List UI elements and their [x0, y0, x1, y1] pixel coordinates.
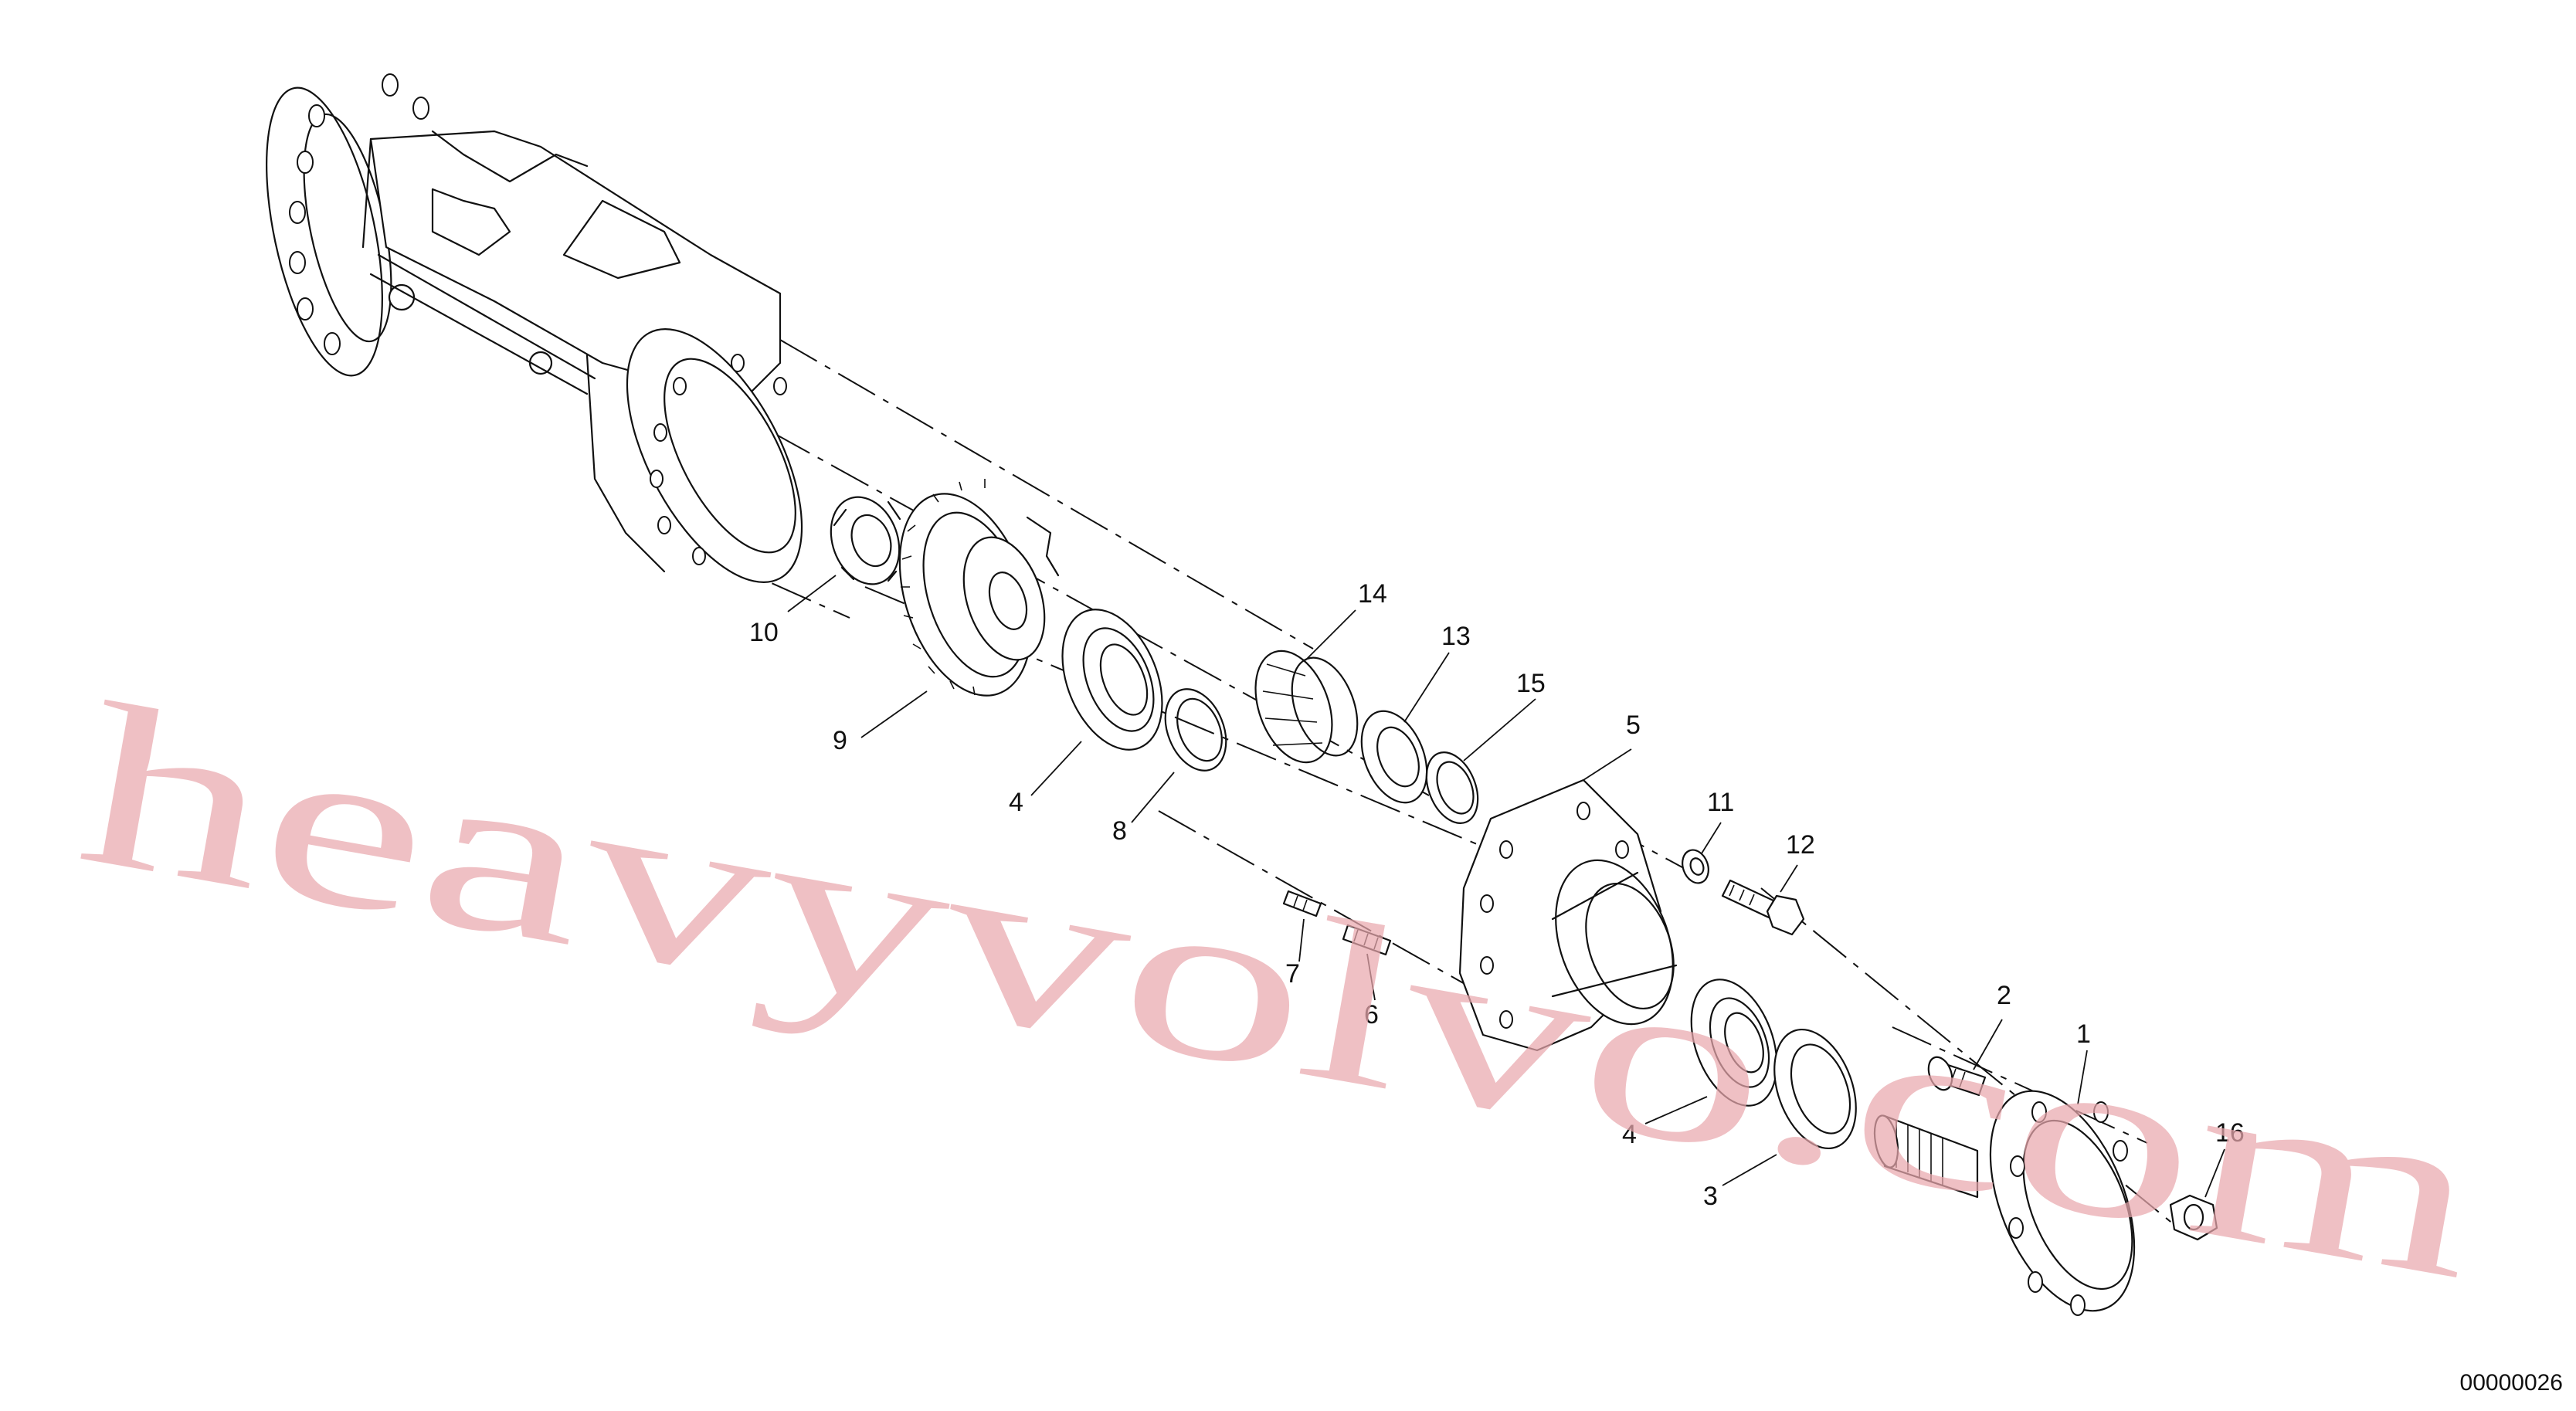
callout-3: 3 — [1703, 1182, 1718, 1211]
part-6-pin — [1342, 924, 1392, 956]
callout-15: 15 — [1516, 669, 1546, 698]
part-9-large-gear — [898, 479, 1060, 697]
leader-lines — [787, 575, 2225, 1198]
part-11-washer — [1682, 849, 1709, 884]
callout-4-upper: 4 — [1009, 788, 1023, 817]
watermark-text: heavyvolvo.com — [65, 654, 2498, 1328]
callout-6: 6 — [1364, 1000, 1379, 1029]
part-13-bearing — [1360, 710, 1428, 804]
callout-5: 5 — [1626, 711, 1641, 740]
callout-labels: 10 9 4 8 14 13 15 5 11 12 7 6 4 3 2 1 16 — [749, 579, 2245, 1211]
part-8-snap-ring — [1164, 688, 1227, 772]
part-2-wheel-stud — [1927, 1056, 1987, 1097]
part-7-pin — [1282, 890, 1322, 917]
callout-11: 11 — [1707, 788, 1734, 817]
part-12-bolt — [1721, 879, 1805, 936]
part-16-nut — [2169, 1194, 2218, 1241]
callout-8: 8 — [1112, 816, 1127, 846]
callout-16: 16 — [2215, 1118, 2245, 1148]
part-4-bearing-lower — [1690, 979, 1778, 1107]
document-id: 00000026 — [2460, 1370, 2563, 1396]
callout-12: 12 — [1786, 830, 1815, 860]
part-5-hub-housing — [1458, 778, 1678, 1052]
callout-14: 14 — [1358, 579, 1387, 609]
callout-10: 10 — [749, 618, 779, 647]
callout-13: 13 — [1441, 622, 1471, 651]
part-15-snap-ring — [1425, 751, 1479, 825]
callout-7: 7 — [1285, 959, 1300, 989]
part-4-bearing-upper — [1061, 609, 1163, 751]
part-14-pinion-gear — [1254, 650, 1359, 764]
callout-2: 2 — [1997, 981, 2011, 1010]
part-10-slotted-nut — [830, 496, 901, 585]
callout-1: 1 — [2076, 1019, 2091, 1049]
part-3-seal — [1773, 1028, 1857, 1150]
part-1-axle-shaft — [1873, 1090, 2136, 1316]
axle-housing — [266, 73, 803, 583]
callout-9: 9 — [833, 726, 847, 755]
callout-4-lower: 4 — [1622, 1120, 1637, 1149]
